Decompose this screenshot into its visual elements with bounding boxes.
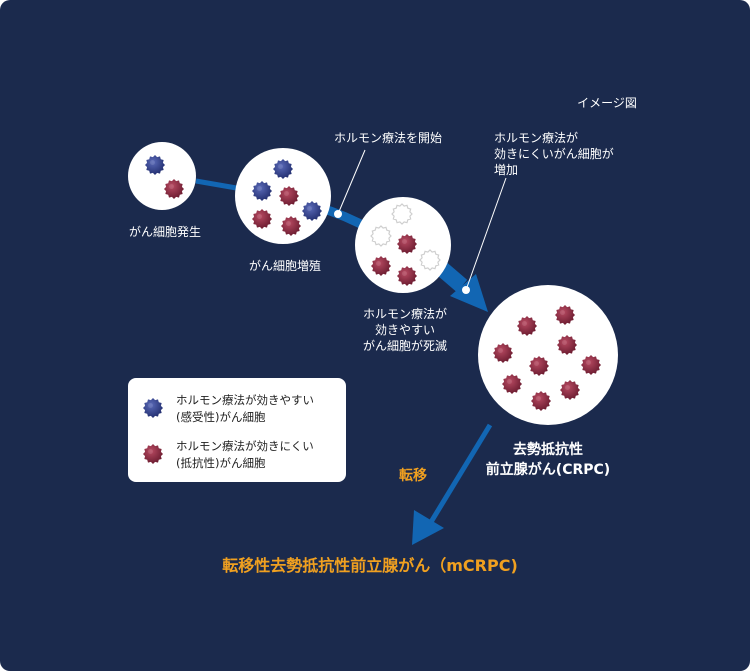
cell-growth-2 bbox=[273, 159, 293, 179]
sensitive-cell-icon bbox=[143, 398, 163, 418]
callout-resistant-increase: ホルモン療法が 効きにくいがん細胞が 増加 bbox=[494, 131, 614, 177]
cell-onset-0-highlight bbox=[150, 160, 155, 165]
cell-therapy-10-highlight bbox=[402, 239, 407, 244]
cell-onset-1-highlight bbox=[169, 184, 174, 189]
cell-growth-5 bbox=[252, 209, 272, 229]
stage-label-onset: がん細胞発生 bbox=[128, 225, 201, 239]
image-note: イメージ図 bbox=[577, 96, 637, 110]
legend-cell-sensitive bbox=[143, 398, 163, 418]
legend-cell-sensitive-highlight bbox=[148, 403, 153, 408]
callout-line-resistant bbox=[465, 177, 507, 291]
callout-dot-start bbox=[334, 210, 342, 218]
metastasis-label: 転移 bbox=[399, 468, 427, 484]
legend-item-resistant: ホルモン療法が効きにくい (抵抗性)がん細胞 bbox=[128, 434, 346, 474]
cell-growth-3-highlight bbox=[257, 186, 262, 191]
metastasis-arrow-shaft bbox=[425, 423, 493, 529]
cell-growth-6-highlight bbox=[307, 206, 312, 211]
callout-dot-resistant bbox=[462, 286, 470, 294]
cell-crpc-20-highlight bbox=[507, 379, 512, 384]
cell-growth-5-highlight bbox=[257, 214, 262, 219]
cell-therapy-13-highlight bbox=[402, 271, 407, 276]
cell-crpc-16-highlight bbox=[498, 348, 503, 353]
cell-crpc-18 bbox=[529, 356, 549, 376]
cell-crpc-15-highlight bbox=[560, 310, 565, 315]
cell-growth-4-highlight bbox=[284, 191, 289, 196]
cell-therapy-11 bbox=[419, 249, 441, 271]
cell-therapy-12-highlight bbox=[376, 261, 381, 266]
cell-growth-6 bbox=[302, 201, 322, 221]
cell-onset-0 bbox=[145, 155, 165, 175]
cell-therapy-9 bbox=[370, 225, 392, 247]
stage-label-growth: がん細胞増殖 bbox=[248, 259, 321, 273]
callout-line-start bbox=[337, 149, 366, 215]
metastasis-arrow-head bbox=[412, 510, 444, 545]
resistant-cell-icon bbox=[143, 444, 163, 464]
final-stage-label: 転移性去勢抵抗性前立腺がん（mCRPC) bbox=[222, 556, 518, 575]
cell-crpc-18-highlight bbox=[534, 361, 539, 366]
cell-crpc-14 bbox=[517, 316, 537, 336]
cell-crpc-19 bbox=[581, 355, 601, 375]
legend-cell-resistant-highlight bbox=[148, 449, 153, 454]
cell-growth-7-highlight bbox=[286, 221, 291, 226]
cell-therapy-13 bbox=[397, 266, 417, 286]
legend-cell-resistant bbox=[143, 444, 163, 464]
cell-crpc-19-highlight bbox=[586, 360, 591, 365]
cell-onset-1 bbox=[164, 179, 184, 199]
cell-therapy-8 bbox=[391, 203, 413, 225]
cell-growth-4 bbox=[279, 186, 299, 206]
cell-crpc-21 bbox=[560, 380, 580, 400]
cell-crpc-22 bbox=[531, 391, 551, 411]
callout-start-therapy: ホルモン療法を開始 bbox=[333, 131, 442, 145]
stage-label-crpc: 去勢抵抗性 前立腺がん(CRPC) bbox=[485, 442, 611, 478]
cell-crpc-17-highlight bbox=[562, 340, 567, 345]
cell-crpc-21-highlight bbox=[565, 385, 570, 390]
cell-crpc-15 bbox=[555, 305, 575, 325]
cell-growth-7 bbox=[281, 216, 301, 236]
cell-crpc-22-highlight bbox=[536, 396, 541, 401]
legend-item-sensitive: ホルモン療法が効きやすい (感受性)がん細胞 bbox=[128, 388, 346, 428]
cell-growth-3 bbox=[252, 181, 272, 201]
legend: ホルモン療法が効きやすい (感受性)がん細胞 ホルモン療法が効きにくい (抵抗性… bbox=[128, 378, 346, 482]
legend-label-sensitive: ホルモン療法が効きやすい (感受性)がん細胞 bbox=[176, 393, 314, 424]
cell-therapy-12 bbox=[371, 256, 391, 276]
cell-crpc-20 bbox=[502, 374, 522, 394]
cell-crpc-14-highlight bbox=[522, 321, 527, 326]
cell-crpc-17 bbox=[557, 335, 577, 355]
stage-label-therapy: ホルモン療法が 効きやすい がん細胞が死滅 bbox=[362, 307, 447, 353]
cell-crpc-16 bbox=[493, 343, 513, 363]
legend-label-resistant: ホルモン療法が効きにくい (抵抗性)がん細胞 bbox=[176, 439, 314, 470]
stage-circle-onset bbox=[128, 142, 196, 210]
flow-arrow-3-head bbox=[450, 274, 488, 312]
cell-growth-2-highlight bbox=[278, 164, 283, 169]
cell-therapy-10 bbox=[397, 234, 417, 254]
